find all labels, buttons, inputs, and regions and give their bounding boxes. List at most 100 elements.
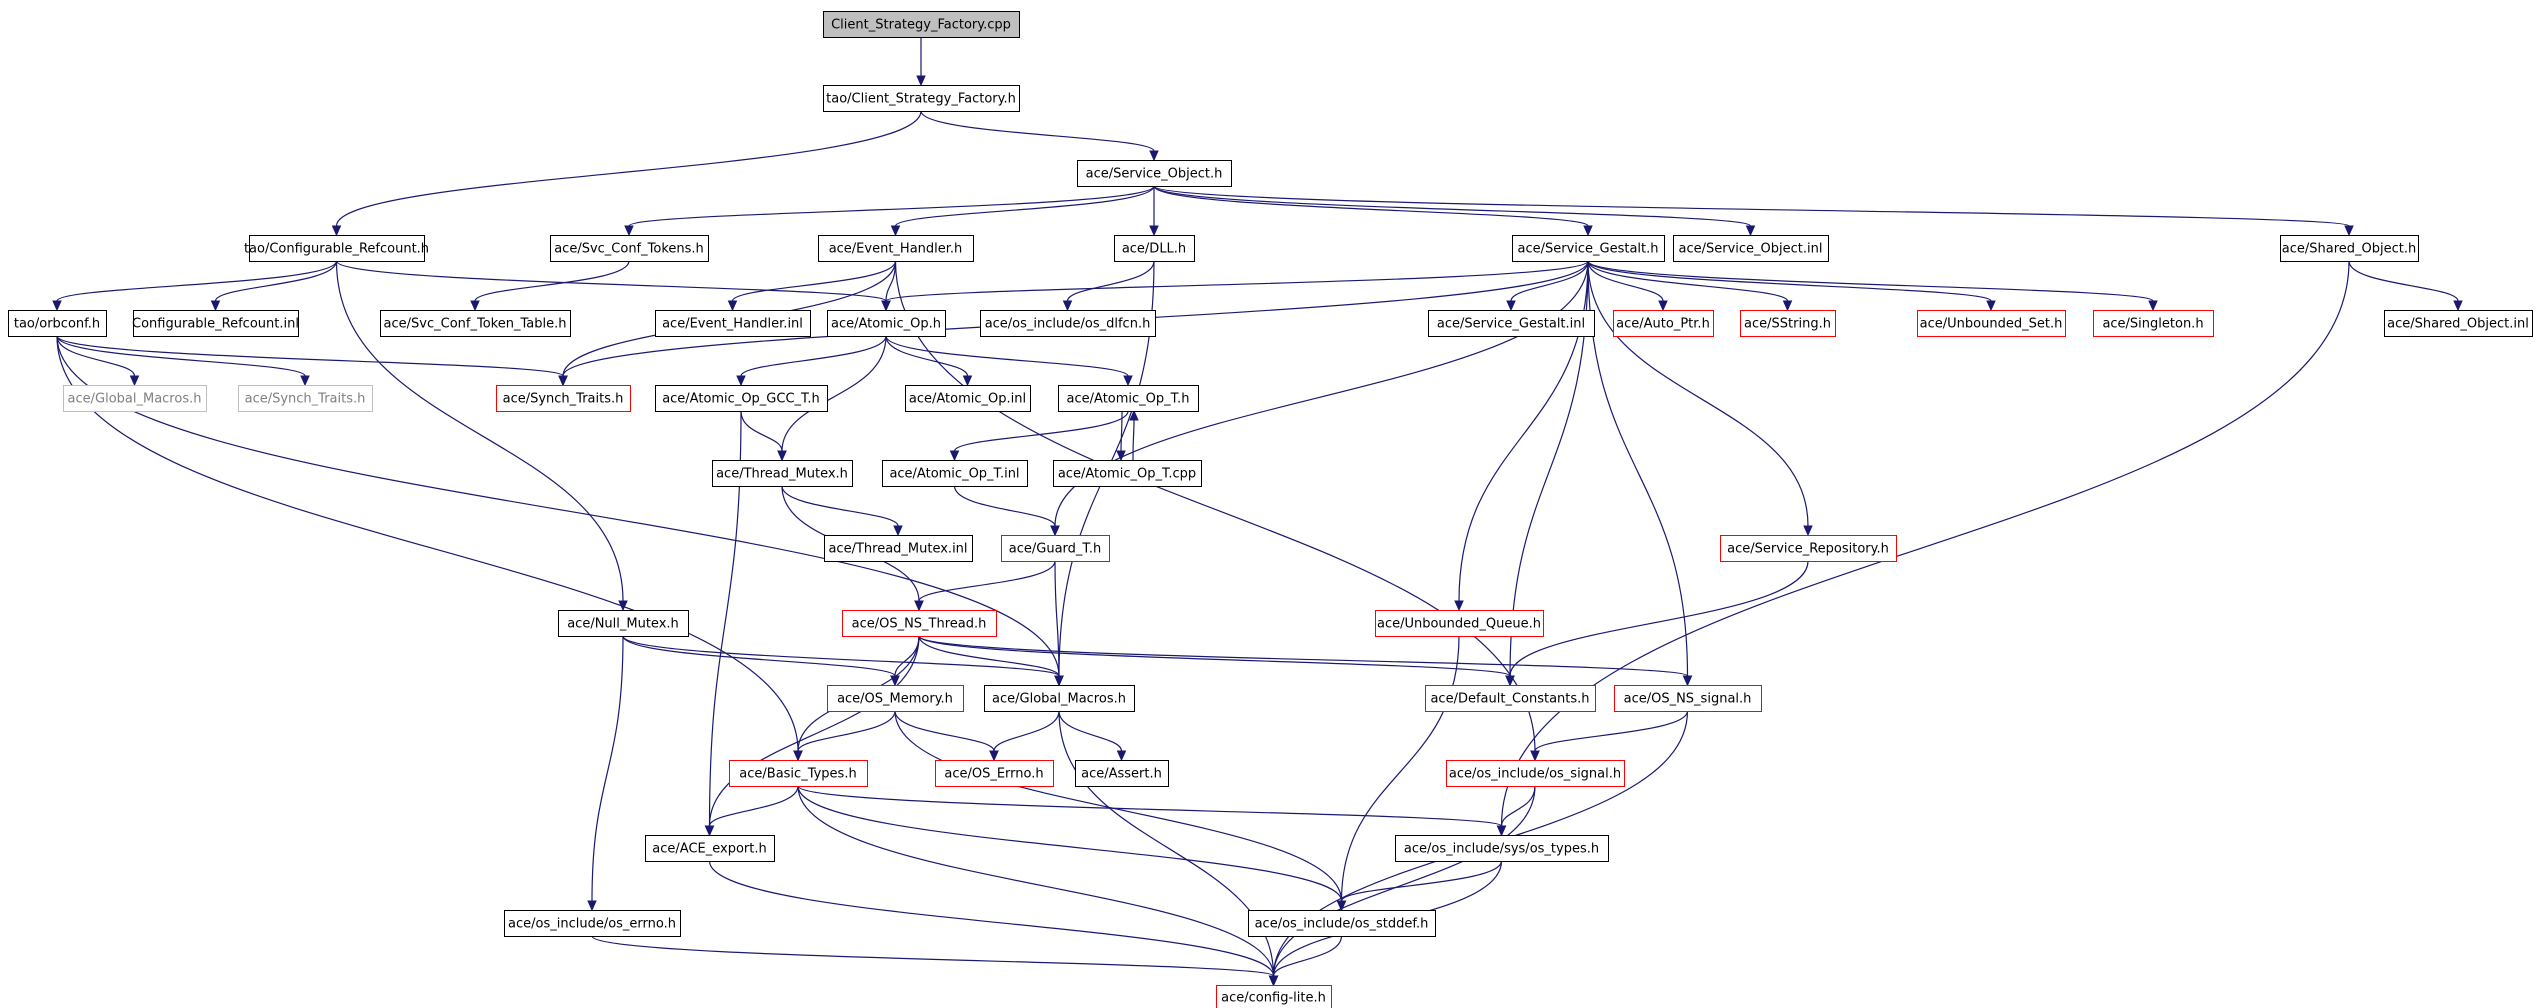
node-thrmutex[interactable]: ace/Thread_Mutex.h <box>712 460 853 487</box>
node-ossignal[interactable]: ace/OS_NS_signal.h <box>1614 685 1762 712</box>
node-dll[interactable]: ace/DLL.h <box>1114 235 1195 262</box>
arrowhead-nullmutex-to-globmac <box>1054 675 1064 687</box>
node-atomicinl[interactable]: ace/Atomic_Op.inl <box>905 385 1031 412</box>
node-label: ace/Guard_T.h <box>1009 542 1101 557</box>
node-box <box>249 235 425 262</box>
node-orbconf[interactable]: tao/orbconf.h <box>8 310 107 337</box>
node-atomictcpp[interactable]: ace/Atomic_Op_T.cpp <box>1053 460 1202 487</box>
node-label: tao/orbconf.h <box>14 317 100 332</box>
node-defconst[interactable]: ace/Default_Constants.h <box>1425 685 1596 712</box>
node-ostypes[interactable]: ace/os_include/sys/os_types.h <box>1395 835 1609 862</box>
node-label: ace/Unbounded_Set.h <box>1920 317 2063 332</box>
edge-ostypes-to-stddef <box>1340 860 1503 902</box>
node-gestalt[interactable]: ace/Service_Gestalt.h <box>1512 235 1665 262</box>
node-atomicgcc[interactable]: ace/Atomic_Op_GCC_T.h <box>655 385 828 412</box>
node-svcobjinl[interactable]: ace/Service_Object.inl <box>1673 235 1829 262</box>
arrowhead-gestalt-to-sstring <box>1782 300 1793 312</box>
edge-oserrnoh-to-configlite <box>591 935 1275 977</box>
node-osmem[interactable]: ace/OS_Memory.h <box>827 685 964 712</box>
node-synch_tao[interactable]: ace/Synch_Traits.h <box>238 385 373 412</box>
edge-orbconf-to-basictypes <box>56 335 799 752</box>
node-atomict[interactable]: ace/Atomic_Op_T.h <box>1058 385 1199 412</box>
node-stddef[interactable]: ace/os_include/os_stddef.h <box>1248 910 1436 937</box>
arrowhead-atomic-to-atomicinl <box>962 375 973 387</box>
arrowhead-svctok-to-svctoktab <box>470 300 480 312</box>
node-shobj[interactable]: ace/Shared_Object.h <box>2280 235 2419 262</box>
node-box <box>1512 235 1665 262</box>
node-label: ace/ACE_export.h <box>652 842 766 857</box>
node-evhinl[interactable]: ace/Event_Handler.inl <box>655 310 811 337</box>
node-label: ace/Atomic_Op_T.h <box>1067 392 1190 407</box>
node-evh[interactable]: ace/Event_Handler.h <box>818 235 974 262</box>
node-oserrno[interactable]: ace/OS_Errno.h <box>935 760 1054 787</box>
node-dlfcn[interactable]: ace/os_include/os_dlfcn.h <box>980 310 1156 337</box>
edge-csf_h-to-confref <box>335 110 922 227</box>
node-label: ace/Assert.h <box>1081 767 1162 782</box>
node-label: ace/Shared_Object.inl <box>2387 317 2529 332</box>
node-basictypes[interactable]: ace/Basic_Types.h <box>729 760 868 787</box>
node-osthread[interactable]: ace/OS_NS_Thread.h <box>842 610 997 637</box>
node-assert[interactable]: ace/Assert.h <box>1075 760 1169 787</box>
node-svctok[interactable]: ace/Svc_Conf_Tokens.h <box>550 235 709 262</box>
node-gestaltinl[interactable]: ace/Service_Gestalt.inl <box>1428 310 1595 337</box>
node-ossigh[interactable]: ace/os_include/os_signal.h <box>1446 760 1625 787</box>
arrowhead-guard-to-osthread <box>914 600 924 612</box>
edge-guard-to-osthread <box>918 560 1056 602</box>
arrowhead-gestalt-to-atomic <box>881 300 891 312</box>
node-svctoktab[interactable]: ace/Svc_Conf_Token_Table.h <box>380 310 571 337</box>
edge-globmac-to-assert <box>1058 710 1123 752</box>
node-autoptr[interactable]: ace/Auto_Ptr.h <box>1613 310 1714 337</box>
node-unbset[interactable]: ace/Unbounded_Set.h <box>1917 310 2066 337</box>
node-synch[interactable]: ace/Synch_Traits.h <box>496 385 631 412</box>
node-unbqueue[interactable]: ace/Unbounded_Queue.h <box>1375 610 1544 637</box>
node-box <box>1375 610 1544 637</box>
node-csf_h[interactable]: tao/Client_Strategy_Factory.h <box>823 85 1020 112</box>
node-box <box>1114 235 1195 262</box>
node-box <box>1428 310 1595 337</box>
arrowhead-osmem-to-basictypes <box>793 750 803 762</box>
node-box <box>1720 535 1897 562</box>
node-label: ace/Atomic_Op_T.cpp <box>1058 467 1196 482</box>
node-label: ace/Shared_Object.h <box>2282 242 2416 257</box>
edge-osmem-to-stddef <box>894 710 1343 902</box>
node-configlite[interactable]: ace/config-lite.h <box>1216 985 1332 1008</box>
node-shobjinl[interactable]: ace/Shared_Object.inl <box>2384 310 2533 337</box>
nodes-layer: Client_Strategy_Factory.cpp tao/Client_St… <box>8 11 2533 1008</box>
edge-svcobj-to-evh <box>894 185 1155 227</box>
node-aceexport[interactable]: ace/ACE_export.h <box>645 835 775 862</box>
edge-gestalt-to-ossignal <box>1587 260 1689 677</box>
node-confrefinl[interactable]: Configurable_Refcount.inl <box>132 310 299 337</box>
node-box <box>1613 310 1714 337</box>
node-label: ace/Svc_Conf_Tokens.h <box>554 242 704 257</box>
edge-aceexport-to-configlite <box>708 860 1275 977</box>
node-root[interactable]: Client_Strategy_Factory.cpp <box>823 11 1020 38</box>
node-svcrepo[interactable]: ace/Service_Repository.h <box>1720 535 1897 562</box>
edge-atomic-to-atomict <box>885 335 1129 377</box>
edge-orbconf-to-globmac_tao <box>56 335 136 377</box>
edge-gestalt-to-atomic <box>885 260 1589 302</box>
node-label: ace/Service_Repository.h <box>1727 542 1889 557</box>
edge-svcobj-to-svctok <box>628 185 1155 227</box>
node-label: ace/DLL.h <box>1122 242 1186 257</box>
node-globmac[interactable]: ace/Global_Macros.h <box>984 685 1135 712</box>
node-oserrnoh[interactable]: ace/os_include/os_errno.h <box>504 910 681 937</box>
edge-evh-to-evhinl <box>731 260 897 302</box>
node-box <box>133 310 299 337</box>
node-sstring[interactable]: ace/SString.h <box>1740 310 1836 337</box>
node-nullmutex[interactable]: ace/Null_Mutex.h <box>558 610 689 637</box>
node-guard[interactable]: ace/Guard_T.h <box>1001 535 1110 562</box>
node-singleton[interactable]: ace/Singleton.h <box>2093 310 2214 337</box>
node-thrmutexinl[interactable]: ace/Thread_Mutex.inl <box>824 535 973 562</box>
edge-orbconf-to-synch_tao <box>56 335 306 377</box>
node-atomictinl[interactable]: ace/Atomic_Op_T.inl <box>882 460 1028 487</box>
node-atomic[interactable]: ace/Atomic_Op.h <box>827 310 946 337</box>
node-box <box>1248 910 1436 937</box>
node-confref[interactable]: tao/Configurable_Refcount.h <box>244 235 429 262</box>
node-box <box>504 910 681 937</box>
edge-gestalt-to-svcrepo <box>1587 260 1809 527</box>
node-svcobj[interactable]: ace/Service_Object.h <box>1077 160 1232 187</box>
edge-svcobj-to-svcobjinl <box>1153 185 1752 227</box>
edge-confref-to-orbconf <box>56 260 338 302</box>
node-globmac_tao[interactable]: ace/Global_Macros.h <box>63 385 207 412</box>
